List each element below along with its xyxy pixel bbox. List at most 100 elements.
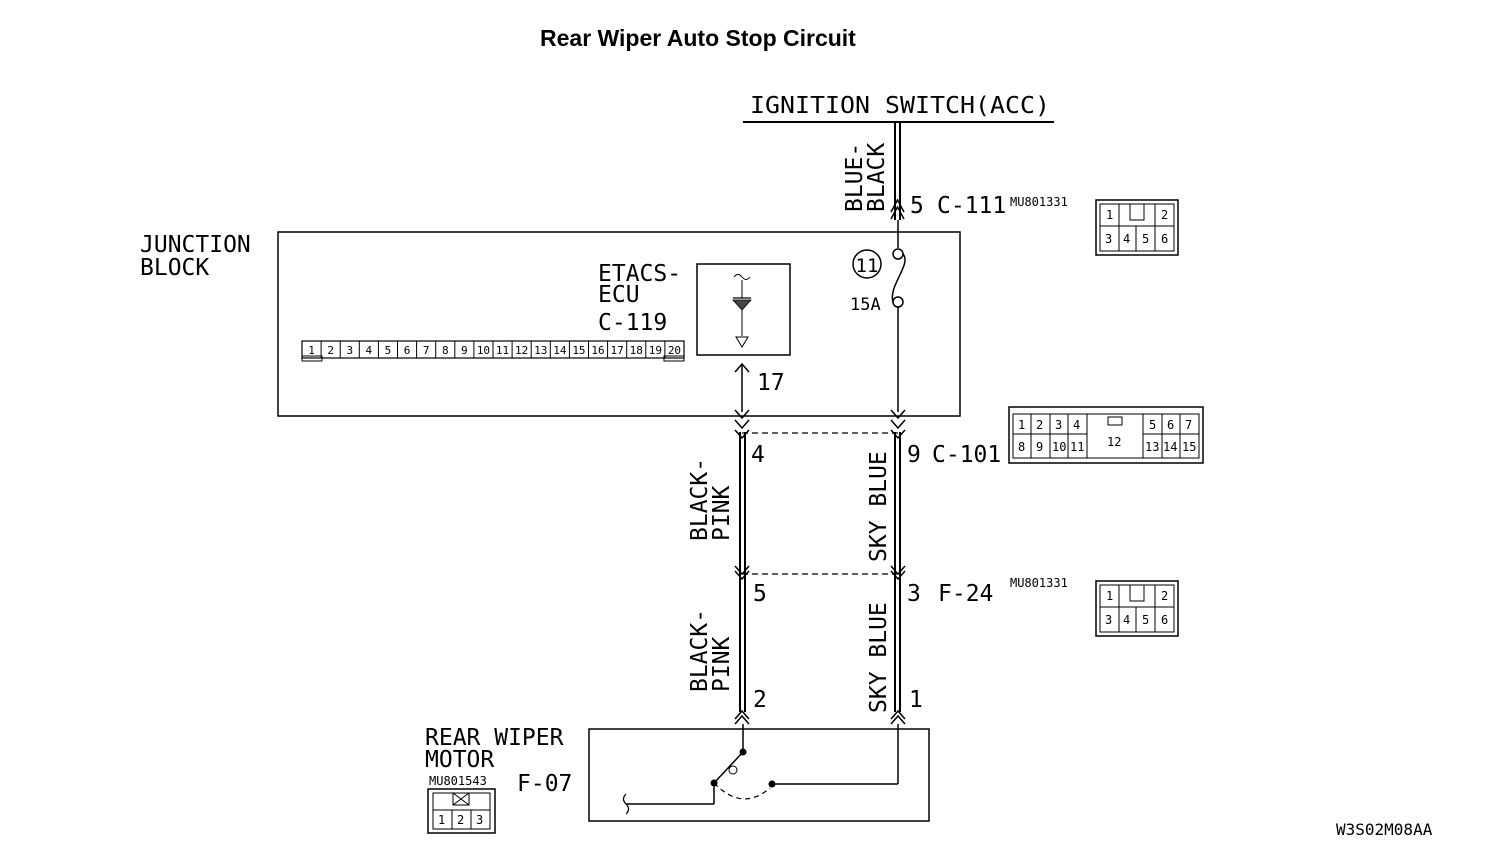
connector-f07-pins: 2 1 [734,687,923,725]
svg-text:BLUE-: BLUE- [842,143,868,212]
c119-pin-label: 15 [572,344,585,357]
c119-pin-label: 10 [477,344,490,357]
c119-pin-label: 6 [404,344,411,357]
svg-text:3: 3 [476,813,483,827]
svg-text:1: 1 [1106,589,1113,603]
svg-text:BLACK-: BLACK- [687,609,713,692]
svg-text:4: 4 [1123,232,1130,246]
f24-right-pin: 3 [907,581,921,607]
fuse: 11 15A [850,220,906,412]
svg-text:6: 6 [1161,232,1168,246]
f07-part-number: MU801543 [429,774,487,788]
svg-text:9: 9 [1036,440,1043,454]
c101-left-pin: 4 [751,442,765,468]
svg-text:8: 8 [1018,440,1025,454]
wire-label-black-pink-lower: BLACK- PINK [687,609,735,692]
svg-text:BLACK-: BLACK- [687,458,713,541]
wire-label-black-pink-upper: BLACK- PINK [687,458,735,541]
f24-part-number: MU801331 [1010,576,1068,590]
c101-right-pin: 9 [907,442,921,468]
c119-pin-label: 5 [385,344,392,357]
svg-text:5: 5 [1149,418,1156,432]
fuse-number-circle [852,249,882,279]
connector-c111: 5 C-111 MU801331 1 2 3 4 5 6 [890,193,1179,256]
wire-label-sky-blue-lower: SKY BLUE [866,602,892,713]
svg-text:1: 1 [1018,418,1025,432]
f24-face: 1 2 3 4 5 6 [1095,580,1179,637]
c119-pin-label: 2 [327,344,334,357]
svg-text:5: 5 [1142,232,1149,246]
junction-block-label-2: BLOCK [140,255,209,281]
svg-text:BLACK: BLACK [864,143,890,212]
c119-pin-label: 14 [553,344,567,357]
svg-text:3: 3 [1105,613,1112,627]
c111-id: C-111 [937,193,1006,219]
c119-pin-label: 19 [649,344,662,357]
svg-text:3: 3 [1055,418,1062,432]
rear-wiper-motor-label-2: MOTOR [425,747,494,773]
c119-pin-label: 13 [534,344,547,357]
f07-left-pin: 2 [753,687,767,713]
c111-pin: 5 [910,193,924,219]
svg-text:14: 14 [1163,440,1177,454]
c119-id: C-119 [598,310,667,336]
c119-pin-label: 1 [308,344,315,357]
c111-part-number: MU801331 [1010,195,1068,209]
diagram-title: Rear Wiper Auto Stop Circuit [540,25,856,51]
svg-text:13: 13 [1145,440,1159,454]
jb-exit-connectors [734,409,906,430]
svg-text:7: 7 [1185,418,1192,432]
c119-pin-label: 4 [366,344,373,357]
f07-right-pin: 1 [909,687,923,713]
svg-text:PINK: PINK [709,636,735,692]
f07-id: F-07 [517,771,572,797]
f24-left-pin: 5 [753,581,767,607]
svg-text:4: 4 [1073,418,1080,432]
rear-wiper-motor-label-1: REAR WIPER [425,725,564,751]
figure-code: W3S02M08AA [1336,820,1433,839]
c119-pin-label: 7 [423,344,430,357]
svg-text:PINK: PINK [709,485,735,541]
svg-text:11: 11 [1070,440,1084,454]
motor-box [588,728,930,822]
svg-text:6: 6 [1161,613,1168,627]
wire-label-blue-black: BLUE- BLACK [842,143,890,212]
c111-face: 1 2 3 4 5 6 [1095,199,1179,256]
junction-block: JUNCTION BLOCK [140,231,961,417]
svg-text:2: 2 [1161,589,1168,603]
svg-text:2: 2 [457,813,464,827]
junction-block-label-1: JUNCTION [140,232,251,258]
c119-pin-label: 9 [461,344,468,357]
ignition-switch-label: IGNITION SWITCH(ACC) [750,93,1050,119]
svg-text:1: 1 [438,813,445,827]
svg-text:12: 12 [1107,435,1121,449]
connector-f24: 5 3 F-24 MU801331 1 2 3 4 5 6 [734,565,1179,637]
c119-pin-label: 8 [442,344,449,357]
f07-connector-face: MU801543 1 2 3 [427,774,496,834]
etacs-box [696,263,791,356]
connector-c101: 4 9 C-101 1 2 3 4 5 6 7 8 [734,406,1204,468]
svg-text:2: 2 [1036,418,1043,432]
fuse-rating: 15A [850,295,881,315]
c101-face: 1 2 3 4 5 6 7 8 9 10 11 12 13 14 15 [1008,406,1204,464]
svg-text:10: 10 [1052,440,1066,454]
etacs-pin: 17 [757,370,785,396]
svg-text:4: 4 [1123,613,1130,627]
etacs-label-2: ECU [598,282,640,308]
svg-text:3: 3 [1105,232,1112,246]
c119-pin-label: 18 [630,344,643,357]
c101-id: C-101 [932,442,1001,468]
svg-text:15: 15 [1182,440,1196,454]
svg-text:2: 2 [1161,208,1168,222]
rear-wiper-motor: REAR WIPER MOTOR F-07 [425,724,930,822]
junction-block-outline [277,231,961,417]
svg-text:1: 1 [1106,208,1113,222]
c119-pin-label: 17 [611,344,624,357]
etacs-ecu: ETACS- ECU C-119 17 [598,261,791,412]
c119-pin-label: 12 [515,344,528,357]
wire-label-sky-blue-upper: SKY BLUE [866,451,892,562]
f24-id: F-24 [938,581,993,607]
ignition-switch: IGNITION SWITCH(ACC) [743,93,1054,123]
